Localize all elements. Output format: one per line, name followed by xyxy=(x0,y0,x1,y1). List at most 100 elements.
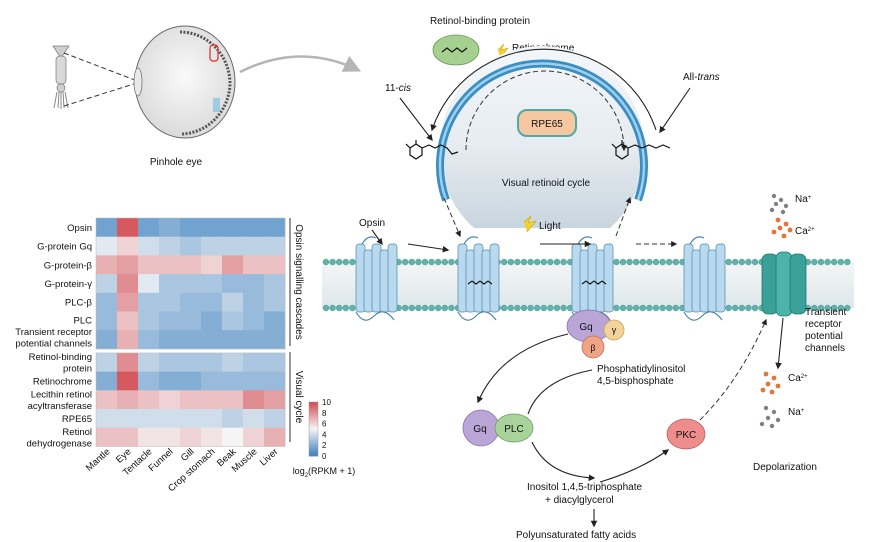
ca-ion-dot xyxy=(777,225,783,231)
heatmap-cell xyxy=(117,352,139,372)
eleven-cis-label: 11-cis xyxy=(385,83,411,94)
opsin-protein xyxy=(457,236,500,321)
heatmap-cell xyxy=(201,409,223,428)
heatmap-cell xyxy=(180,371,202,391)
heatmap-cell xyxy=(243,218,265,237)
heatmap-cell xyxy=(159,330,181,350)
plc-shape xyxy=(494,413,534,443)
heatmap-cell xyxy=(138,330,160,350)
heatmap-cell xyxy=(243,311,265,331)
heatmap-cell xyxy=(159,292,181,312)
heatmap-cell xyxy=(159,274,181,294)
heatmap-cell xyxy=(117,390,139,410)
colorbar-tick: 10 xyxy=(322,398,331,407)
colorbar-tick: 4 xyxy=(322,430,327,439)
heatmap-cell xyxy=(264,409,286,428)
heatmap-cell xyxy=(222,274,244,294)
ca-ion-dot xyxy=(763,371,769,377)
ip3-to-pkc-arrow xyxy=(599,449,670,483)
bound-retinal-icon xyxy=(467,280,493,285)
eye-globe xyxy=(134,25,236,139)
heatmap-cell xyxy=(264,236,286,256)
gq-plc-complex: Gq PLC xyxy=(462,409,534,447)
all-trans-retinal-molecule xyxy=(611,140,671,160)
trp-label-line-1: Transient xyxy=(805,307,847,318)
cycle-label: Visual retinoid cycle xyxy=(502,178,591,189)
gamma-shape xyxy=(603,319,625,341)
heatmap-cell xyxy=(138,255,160,275)
heatmap-cell xyxy=(264,274,286,294)
heatmap-cell xyxy=(117,409,139,428)
retina-highlight xyxy=(209,44,219,62)
heatmap-cell xyxy=(222,352,244,372)
beta-label: β xyxy=(590,343,595,353)
plc-to-ip3-arrow xyxy=(531,441,596,482)
heatmap-cell xyxy=(117,292,139,312)
na-ion-dot xyxy=(775,417,781,423)
na-ion-dot xyxy=(769,423,775,429)
heatmap-cell xyxy=(180,292,202,312)
heatmap-cell xyxy=(222,236,244,256)
heatmap-cell xyxy=(96,218,118,237)
heatmap-cell xyxy=(138,218,160,237)
retina-blue-patch xyxy=(213,98,220,112)
ca-ion-dot xyxy=(771,375,777,381)
heatmap-row-label: acyltransferase xyxy=(28,401,92,412)
heatmap-column-label: Mantle xyxy=(84,446,113,473)
heatmap-cell xyxy=(138,311,160,331)
colorbar-tick: 0 xyxy=(322,452,327,461)
heatmap-cell xyxy=(96,390,118,410)
na-ion-dot xyxy=(765,415,771,421)
opsin-protein xyxy=(355,236,398,321)
heatmap-row-label: G-protein Gq xyxy=(37,242,92,253)
heatmap-cell xyxy=(201,218,223,237)
heatmap-row-label: G-protein-γ xyxy=(44,279,92,290)
heatmap-cell xyxy=(117,255,139,275)
g-protein-complex: Gq γ β xyxy=(566,309,625,359)
heatmap-cell xyxy=(201,255,223,275)
heatmap-cells xyxy=(95,217,286,447)
heatmap-cell xyxy=(117,371,139,391)
heatmap-cell xyxy=(264,255,286,275)
heatmap-cell xyxy=(201,292,223,312)
pkc-to-trp-arrow xyxy=(699,318,767,421)
heatmap-cell xyxy=(222,255,244,275)
heatmap-cell xyxy=(138,274,160,294)
heatmap-cell xyxy=(159,427,181,447)
heatmap-row-label: Opsin xyxy=(67,223,92,234)
pkc-label: PKC xyxy=(676,430,697,441)
colorbar-tick: 6 xyxy=(322,420,327,429)
all-trans-pointer xyxy=(659,87,691,134)
pinhole-eye-label: Pinhole eye xyxy=(150,157,203,168)
na-bottom-label: Na+ xyxy=(788,407,805,418)
heatmap-cell xyxy=(222,311,244,331)
heatmap-cell xyxy=(201,352,223,372)
light-label: Light xyxy=(539,221,561,232)
depolarization-label: Depolarization xyxy=(753,462,817,473)
heatmap-cell xyxy=(96,330,118,350)
heatmap-cell xyxy=(96,311,118,331)
heatmap-cell xyxy=(180,330,202,350)
heatmap-cell xyxy=(264,330,286,350)
heatmap-row-label: G-protein-β xyxy=(44,260,93,271)
outer-cycle-arrow xyxy=(430,48,657,132)
heatmap-cell xyxy=(117,427,139,447)
heatmap-cell xyxy=(243,427,265,447)
heatmap-cell xyxy=(243,371,265,391)
visual-retinoid-cycle: Retinol-binding protein Retinochrome RPE… xyxy=(385,16,720,228)
pufa-label: Polyunsaturated fatty acids xyxy=(516,530,636,541)
trp-label-line-3: potential xyxy=(805,331,843,342)
heatmap-cell xyxy=(180,218,202,237)
ca-ion-dot xyxy=(760,387,766,393)
pinhole-aperture xyxy=(133,67,143,97)
heatmap-cell xyxy=(201,311,223,331)
opsin-pointer xyxy=(371,229,383,246)
heatmap-cell xyxy=(117,274,139,294)
heatmap-cell xyxy=(243,236,265,256)
heatmap-cell xyxy=(222,409,244,428)
na-ion-dot xyxy=(780,209,786,215)
heatmap-cell xyxy=(96,255,118,275)
